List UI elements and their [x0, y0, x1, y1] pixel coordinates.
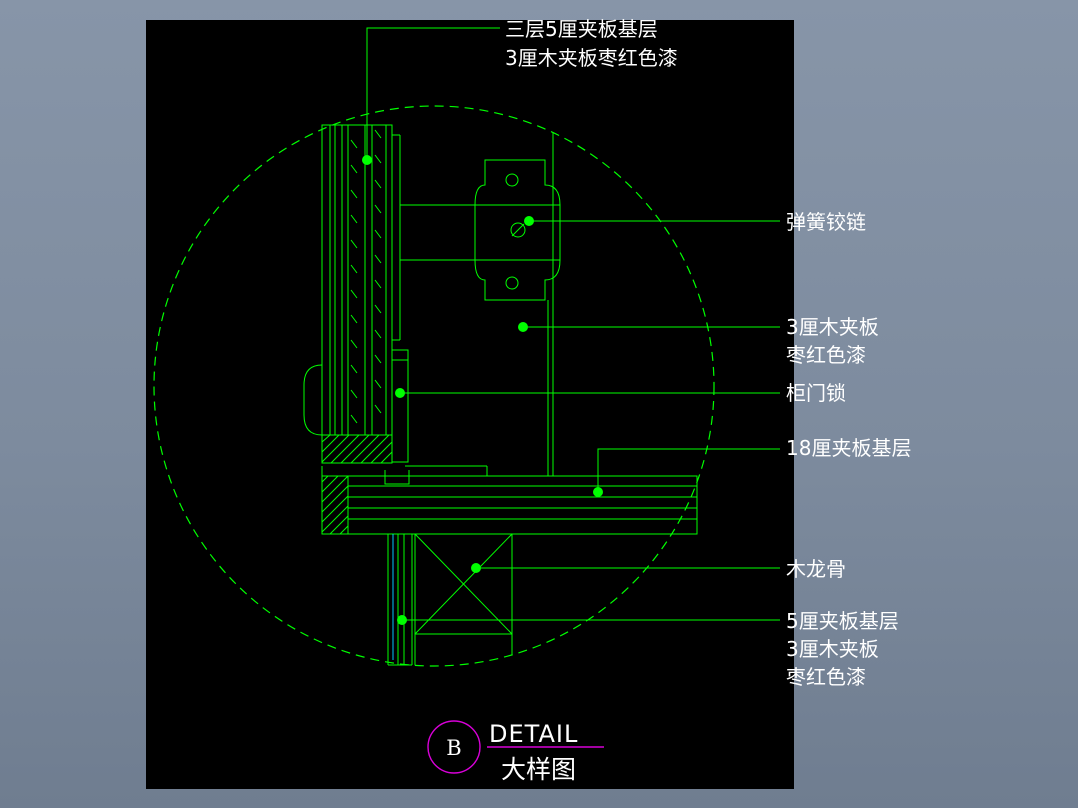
detail-bubble-letter: B — [446, 736, 461, 760]
leader-dot — [524, 216, 534, 226]
detail-title-block: B DETAIL 大样图 — [427, 720, 604, 784]
timber-keel — [414, 533, 513, 665]
callout-3-line-1: 3厘木夹板 — [786, 315, 879, 339]
spring-hinge — [399, 159, 561, 301]
door-bottom-rail — [321, 434, 393, 464]
drawing-canvas — [146, 20, 794, 789]
callout-6-line-1: 木龙骨 — [786, 557, 846, 581]
section-geometry — [303, 124, 698, 666]
callout-4-line-1: 柜门锁 — [786, 381, 846, 405]
leader-lines — [366, 27, 780, 621]
cabinet-lock — [303, 349, 409, 463]
callout-labels: 三层5厘夹板基层 3厘木夹板枣红色漆 弹簧铰链 3厘木夹板 枣红色漆 柜门锁 1… — [505, 17, 911, 689]
callout-7-line-2: 3厘木夹板 — [786, 637, 879, 661]
leader-dot — [593, 487, 603, 497]
leader-dot — [471, 563, 481, 573]
callout-7-line-1: 5厘夹板基层 — [786, 609, 899, 633]
title-chinese: 大样图 — [501, 755, 576, 784]
detail-boundary-circle — [153, 105, 715, 667]
leader-dots — [362, 155, 603, 625]
plywood-base-5mm — [387, 534, 413, 666]
detail-bubble — [427, 720, 481, 774]
callout-5-line-1: 18厘夹板基层 — [786, 436, 911, 460]
cabinet-side-panel — [547, 133, 554, 476]
leader-dot — [395, 388, 405, 398]
callout-3-line-2: 枣红色漆 — [786, 343, 866, 367]
door-panel-section — [321, 124, 401, 436]
leader-dot — [518, 322, 528, 332]
leader-dot — [362, 155, 372, 165]
callout-1-line-1: 三层5厘夹板基层 — [505, 17, 658, 41]
callout-7-line-3: 枣红色漆 — [786, 665, 866, 689]
title-english: DETAIL — [489, 720, 578, 748]
leader-dot — [397, 615, 407, 625]
callout-2-line-1: 弹簧铰链 — [786, 210, 866, 234]
callout-1-line-2: 3厘木夹板枣红色漆 — [505, 46, 678, 70]
